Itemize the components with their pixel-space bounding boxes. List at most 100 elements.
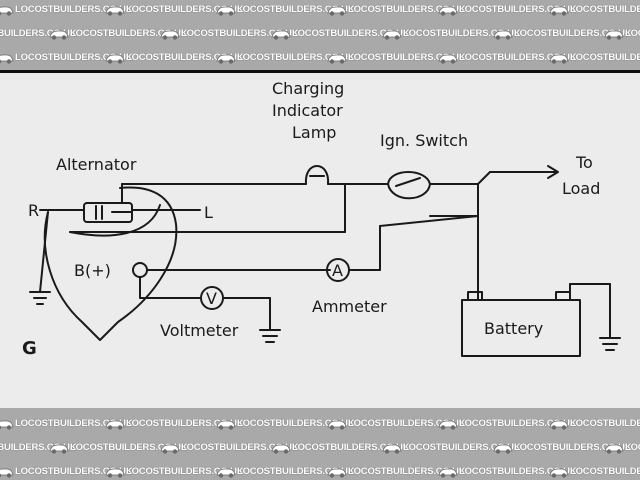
car-logo-icon	[438, 415, 458, 431]
watermark-text: LOCOSTBUILDERS.CO.UK	[292, 28, 410, 39]
car-logo-icon	[216, 415, 236, 431]
car-logo-icon	[105, 415, 125, 431]
watermark-tile: LOCOSTBUILDERS.CO.UK	[216, 46, 355, 68]
car-logo-icon	[604, 25, 624, 41]
watermark-tile: LOCOSTBUILDERS.CO.UK	[327, 412, 466, 434]
car-logo-icon	[493, 439, 513, 455]
watermark-text: LOCOSTBUILDERS.CO.UK	[348, 466, 466, 477]
watermark-tile: LOCOSTBUILDERS.CO.UK	[160, 22, 299, 44]
label-r: R	[28, 201, 39, 220]
ignition-switch-icon	[387, 171, 431, 200]
watermark-text: LOCOSTBUILDERS.CO.UK	[348, 52, 466, 63]
watermark-tile: LOCOSTBUILDERS.CO.UK	[0, 22, 77, 44]
label-lamp: Lamp	[292, 123, 336, 142]
car-logo-icon	[327, 415, 347, 431]
watermark-tile: LOCOSTBUILDERS.CO.UK	[49, 22, 188, 44]
watermark-text: LOCOSTBUILDERS.CO.UK	[181, 442, 299, 453]
car-logo-icon	[0, 49, 14, 65]
watermark-tile: LOCOSTBUILDERS.CO.UK	[549, 460, 640, 480]
car-logo-icon	[438, 49, 458, 65]
car-logo-icon	[327, 1, 347, 17]
watermark-tile: LOCOSTBUILDERS.CO.UK	[271, 22, 410, 44]
watermark-text: LOCOSTBUILDERS.CO.UK	[570, 52, 640, 63]
watermark-tile: LOCOSTBUILDERS.CO.UK	[549, 46, 640, 68]
label-g: G	[22, 338, 37, 359]
car-logo-icon	[549, 415, 569, 431]
b-plus-terminal	[132, 262, 148, 278]
watermark-text: LOCOSTBUILDERS.CO.UK	[625, 442, 640, 453]
watermark-tile: LOCOSTBUILDERS.CO.UK	[493, 22, 632, 44]
watermark-text: LOCOSTBUILDERS.CO.UK	[126, 4, 244, 15]
watermark-text: LOCOSTBUILDERS.CO.UK	[625, 28, 640, 39]
label-to: To	[575, 153, 593, 172]
watermark-tile: LOCOSTBUILDERS.CO.UK	[0, 412, 133, 434]
watermark-text: LOCOSTBUILDERS.CO.UK	[126, 52, 244, 63]
car-logo-icon	[105, 49, 125, 65]
watermark-tile: LOCOSTBUILDERS.CO.UK	[493, 436, 632, 458]
watermark-tile: LOCOSTBUILDERS.CO.UK	[0, 46, 133, 68]
watermark-text: LOCOSTBUILDERS.CO.UK	[459, 466, 577, 477]
watermark-text: LOCOSTBUILDERS.CO.UK	[570, 4, 640, 15]
car-logo-icon	[438, 1, 458, 17]
watermark-text: LOCOSTBUILDERS.CO.UK	[570, 466, 640, 477]
label-load: Load	[562, 179, 600, 198]
watermark-text: LOCOSTBUILDERS.CO.UK	[459, 418, 577, 429]
watermark-tile: LOCOSTBUILDERS.CO.UK	[216, 0, 355, 20]
watermark-text: LOCOSTBUILDERS.CO.UK	[570, 418, 640, 429]
watermark-text: LOCOSTBUILDERS.CO.UK	[237, 466, 355, 477]
watermark-text: LOCOSTBUILDERS.CO.UK	[70, 442, 188, 453]
car-logo-icon	[49, 25, 69, 41]
watermark-tile: LOCOSTBUILDERS.CO.UK	[327, 46, 466, 68]
label-b-plus: B(+)	[74, 261, 111, 280]
watermark-text: LOCOSTBUILDERS.CO.UK	[237, 52, 355, 63]
car-logo-icon	[382, 25, 402, 41]
watermark-text: LOCOSTBUILDERS.CO.UK	[403, 442, 521, 453]
watermark-text: LOCOSTBUILDERS.CO.UK	[15, 52, 133, 63]
watermark-tile: LOCOSTBUILDERS.CO.UK	[0, 0, 133, 20]
alternator-pulley-curve	[69, 204, 161, 237]
car-logo-icon	[160, 25, 180, 41]
car-logo-icon	[382, 439, 402, 455]
watermark-text: LOCOSTBUILDERS.CO.UK	[126, 418, 244, 429]
watermark-tile: LOCOSTBUILDERS.CO.UK	[327, 460, 466, 480]
watermark-tile: LOCOSTBUILDERS.CO.UK	[549, 412, 640, 434]
watermark-tile: LOCOSTBUILDERS.CO.UK	[604, 22, 640, 44]
car-logo-icon	[160, 439, 180, 455]
car-logo-icon	[0, 463, 14, 479]
frame-top-border	[0, 70, 640, 73]
watermark-tile: LOCOSTBUILDERS.CO.UK	[105, 460, 244, 480]
watermark-text: LOCOSTBUILDERS.CO.UK	[348, 418, 466, 429]
watermark-tile: LOCOSTBUILDERS.CO.UK	[49, 436, 188, 458]
watermark-text: LOCOSTBUILDERS.CO.UK	[348, 4, 466, 15]
watermark-tile: LOCOSTBUILDERS.CO.UK	[604, 436, 640, 458]
label-alternator: Alternator	[56, 155, 137, 174]
watermark-tile: LOCOSTBUILDERS.CO.UK	[105, 0, 244, 20]
label-charging: Charging	[272, 79, 344, 98]
car-logo-icon	[216, 49, 236, 65]
watermark-tile: LOCOSTBUILDERS.CO.UK	[216, 412, 355, 434]
car-logo-icon	[327, 49, 347, 65]
watermark-text: LOCOSTBUILDERS.CO.UK	[403, 28, 521, 39]
watermark-text: LOCOSTBUILDERS.CO.UK	[0, 28, 77, 39]
label-indicator: Indicator	[272, 101, 343, 120]
watermark-text: LOCOSTBUILDERS.CO.UK	[459, 52, 577, 63]
watermark-text: LOCOSTBUILDERS.CO.UK	[15, 466, 133, 477]
car-logo-icon	[438, 463, 458, 479]
label-battery: Battery	[484, 319, 543, 338]
car-logo-icon	[493, 25, 513, 41]
car-logo-icon	[549, 463, 569, 479]
watermark-text: LOCOSTBUILDERS.CO.UK	[181, 28, 299, 39]
watermark-tile: LOCOSTBUILDERS.CO.UK	[382, 436, 521, 458]
car-logo-icon	[216, 463, 236, 479]
watermark-tile: LOCOSTBUILDERS.CO.UK	[0, 460, 133, 480]
watermark-text: LOCOSTBUILDERS.CO.UK	[0, 442, 77, 453]
watermark-text: LOCOSTBUILDERS.CO.UK	[237, 4, 355, 15]
watermark-text: LOCOSTBUILDERS.CO.UK	[292, 442, 410, 453]
